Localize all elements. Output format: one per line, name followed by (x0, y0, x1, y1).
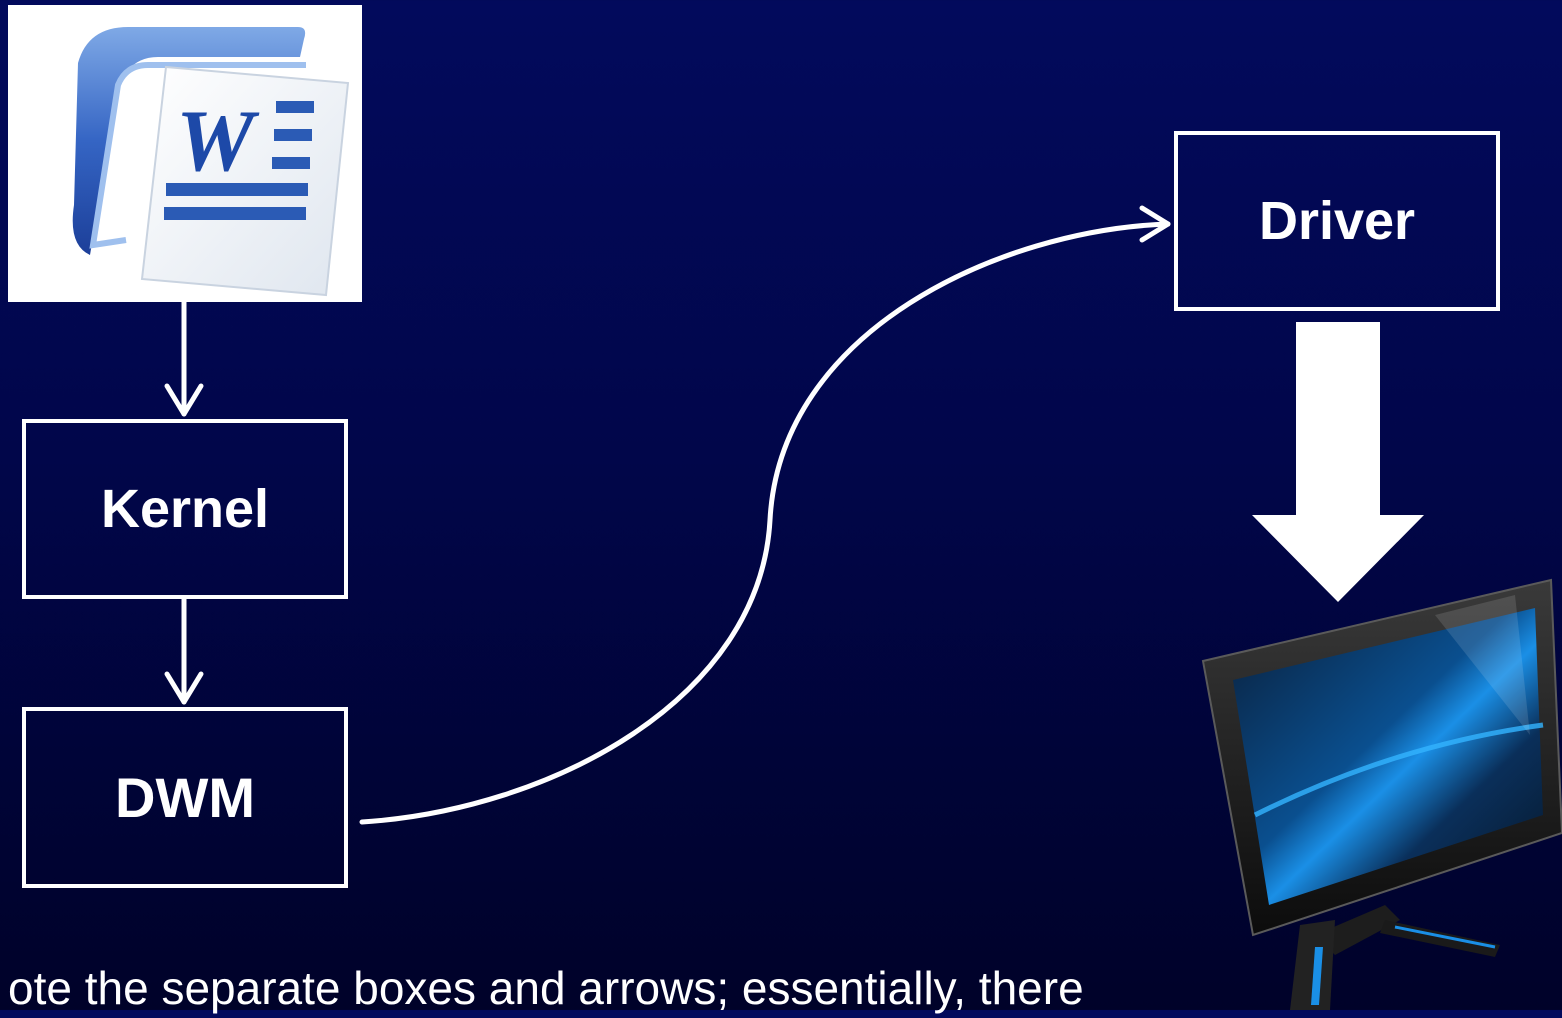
arrow-kernel-to-dwm (167, 599, 201, 702)
caption-text: ote the separate boxes and arrows; essen… (8, 958, 1084, 1018)
arrow-dwm-to-driver (362, 208, 1168, 822)
monitor-icon (1195, 575, 1562, 1010)
arrow-app-to-kernel (167, 302, 201, 414)
arrow-driver-to-monitor (1252, 322, 1424, 602)
